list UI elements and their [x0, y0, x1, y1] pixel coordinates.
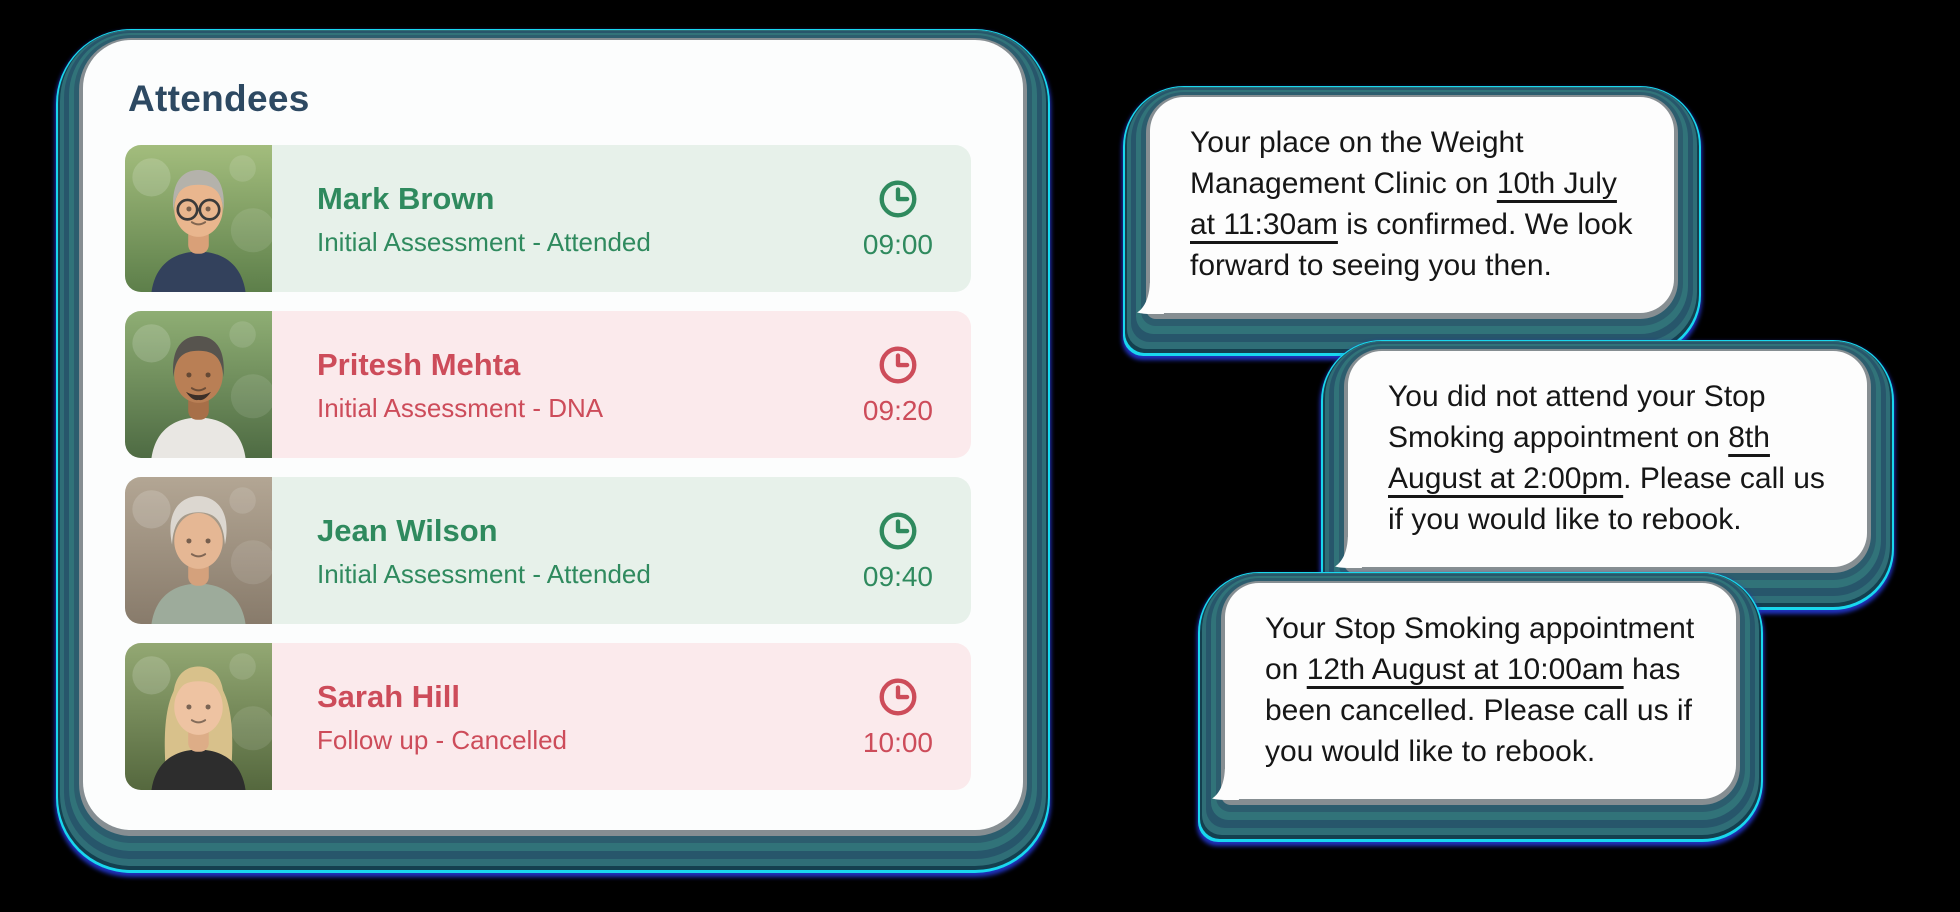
attendee-name: Jean Wilson: [317, 512, 498, 548]
attendee-status: Initial Assessment - DNA: [317, 392, 604, 423]
bubble-tail-icon: [1335, 537, 1362, 568]
attendee-photo: [125, 643, 272, 790]
attendees-title: Attendees: [128, 78, 310, 119]
attendee-status: Initial Assessment - Attended: [317, 226, 651, 257]
attendee-photo: [125, 145, 272, 292]
attendee-photo: [125, 311, 272, 458]
attendee-time-block: 09:40: [863, 477, 971, 624]
message-text: You did not attend your Stop Smoking app…: [1388, 380, 1825, 536]
message-bubble: Your Stop Smoking appointment on 12th Au…: [1212, 583, 1737, 800]
clock-icon: [879, 346, 917, 384]
attendee-list: Mark Brown Initial Assessment - Attended…: [125, 145, 971, 790]
attendee-info: Mark Brown Initial Assessment - Attended: [272, 145, 863, 292]
attendee-name: Mark Brown: [317, 180, 495, 216]
attendee-info: Jean Wilson Initial Assessment - Attende…: [272, 477, 863, 624]
attendee-info: Pritesh Mehta Initial Assessment - DNA: [272, 311, 863, 458]
attendee-time: 09:40: [862, 561, 933, 592]
clock-icon: [879, 678, 917, 716]
attendee-info: Sarah Hill Follow up - Cancelled: [272, 643, 863, 790]
attendee-row[interactable]: Jean Wilson Initial Assessment - Attende…: [125, 477, 971, 624]
bubble-tail-icon: [1137, 283, 1164, 314]
attendee-name: Pritesh Mehta: [317, 346, 521, 382]
message-text: Your Stop Smoking appointment on 12th Au…: [1265, 612, 1695, 768]
attendee-photo: [125, 477, 272, 624]
message-text: Your place on the Weight Management Clin…: [1190, 126, 1633, 282]
attendee-time: 10:00: [862, 727, 933, 758]
bubble-tail-icon: [1212, 769, 1239, 800]
attendee-row[interactable]: Sarah Hill Follow up - Cancelled 10:00: [125, 643, 971, 790]
clock-icon: [879, 180, 917, 218]
attendee-time: 09:20: [862, 395, 933, 426]
attendee-time-block: 10:00: [863, 643, 971, 790]
attendee-row[interactable]: Pritesh Mehta Initial Assessment - DNA 0…: [125, 311, 971, 458]
clock-icon: [879, 512, 917, 550]
message-bubble: Your place on the Weight Management Clin…: [1137, 97, 1675, 314]
message-bubble: You did not attend your Stop Smoking app…: [1335, 351, 1867, 568]
attendee-row[interactable]: Mark Brown Initial Assessment - Attended…: [125, 145, 971, 292]
attendee-time-block: 09:00: [863, 145, 971, 292]
attendee-status: Initial Assessment - Attended: [317, 558, 651, 589]
attendee-name: Sarah Hill: [317, 678, 460, 714]
attendee-time-block: 09:20: [863, 311, 971, 458]
attendees-card: Attendees Mark Brown Initial Assessment …: [83, 40, 1023, 830]
attendee-status: Follow up - Cancelled: [317, 724, 568, 755]
attendee-time: 09:00: [862, 229, 933, 260]
